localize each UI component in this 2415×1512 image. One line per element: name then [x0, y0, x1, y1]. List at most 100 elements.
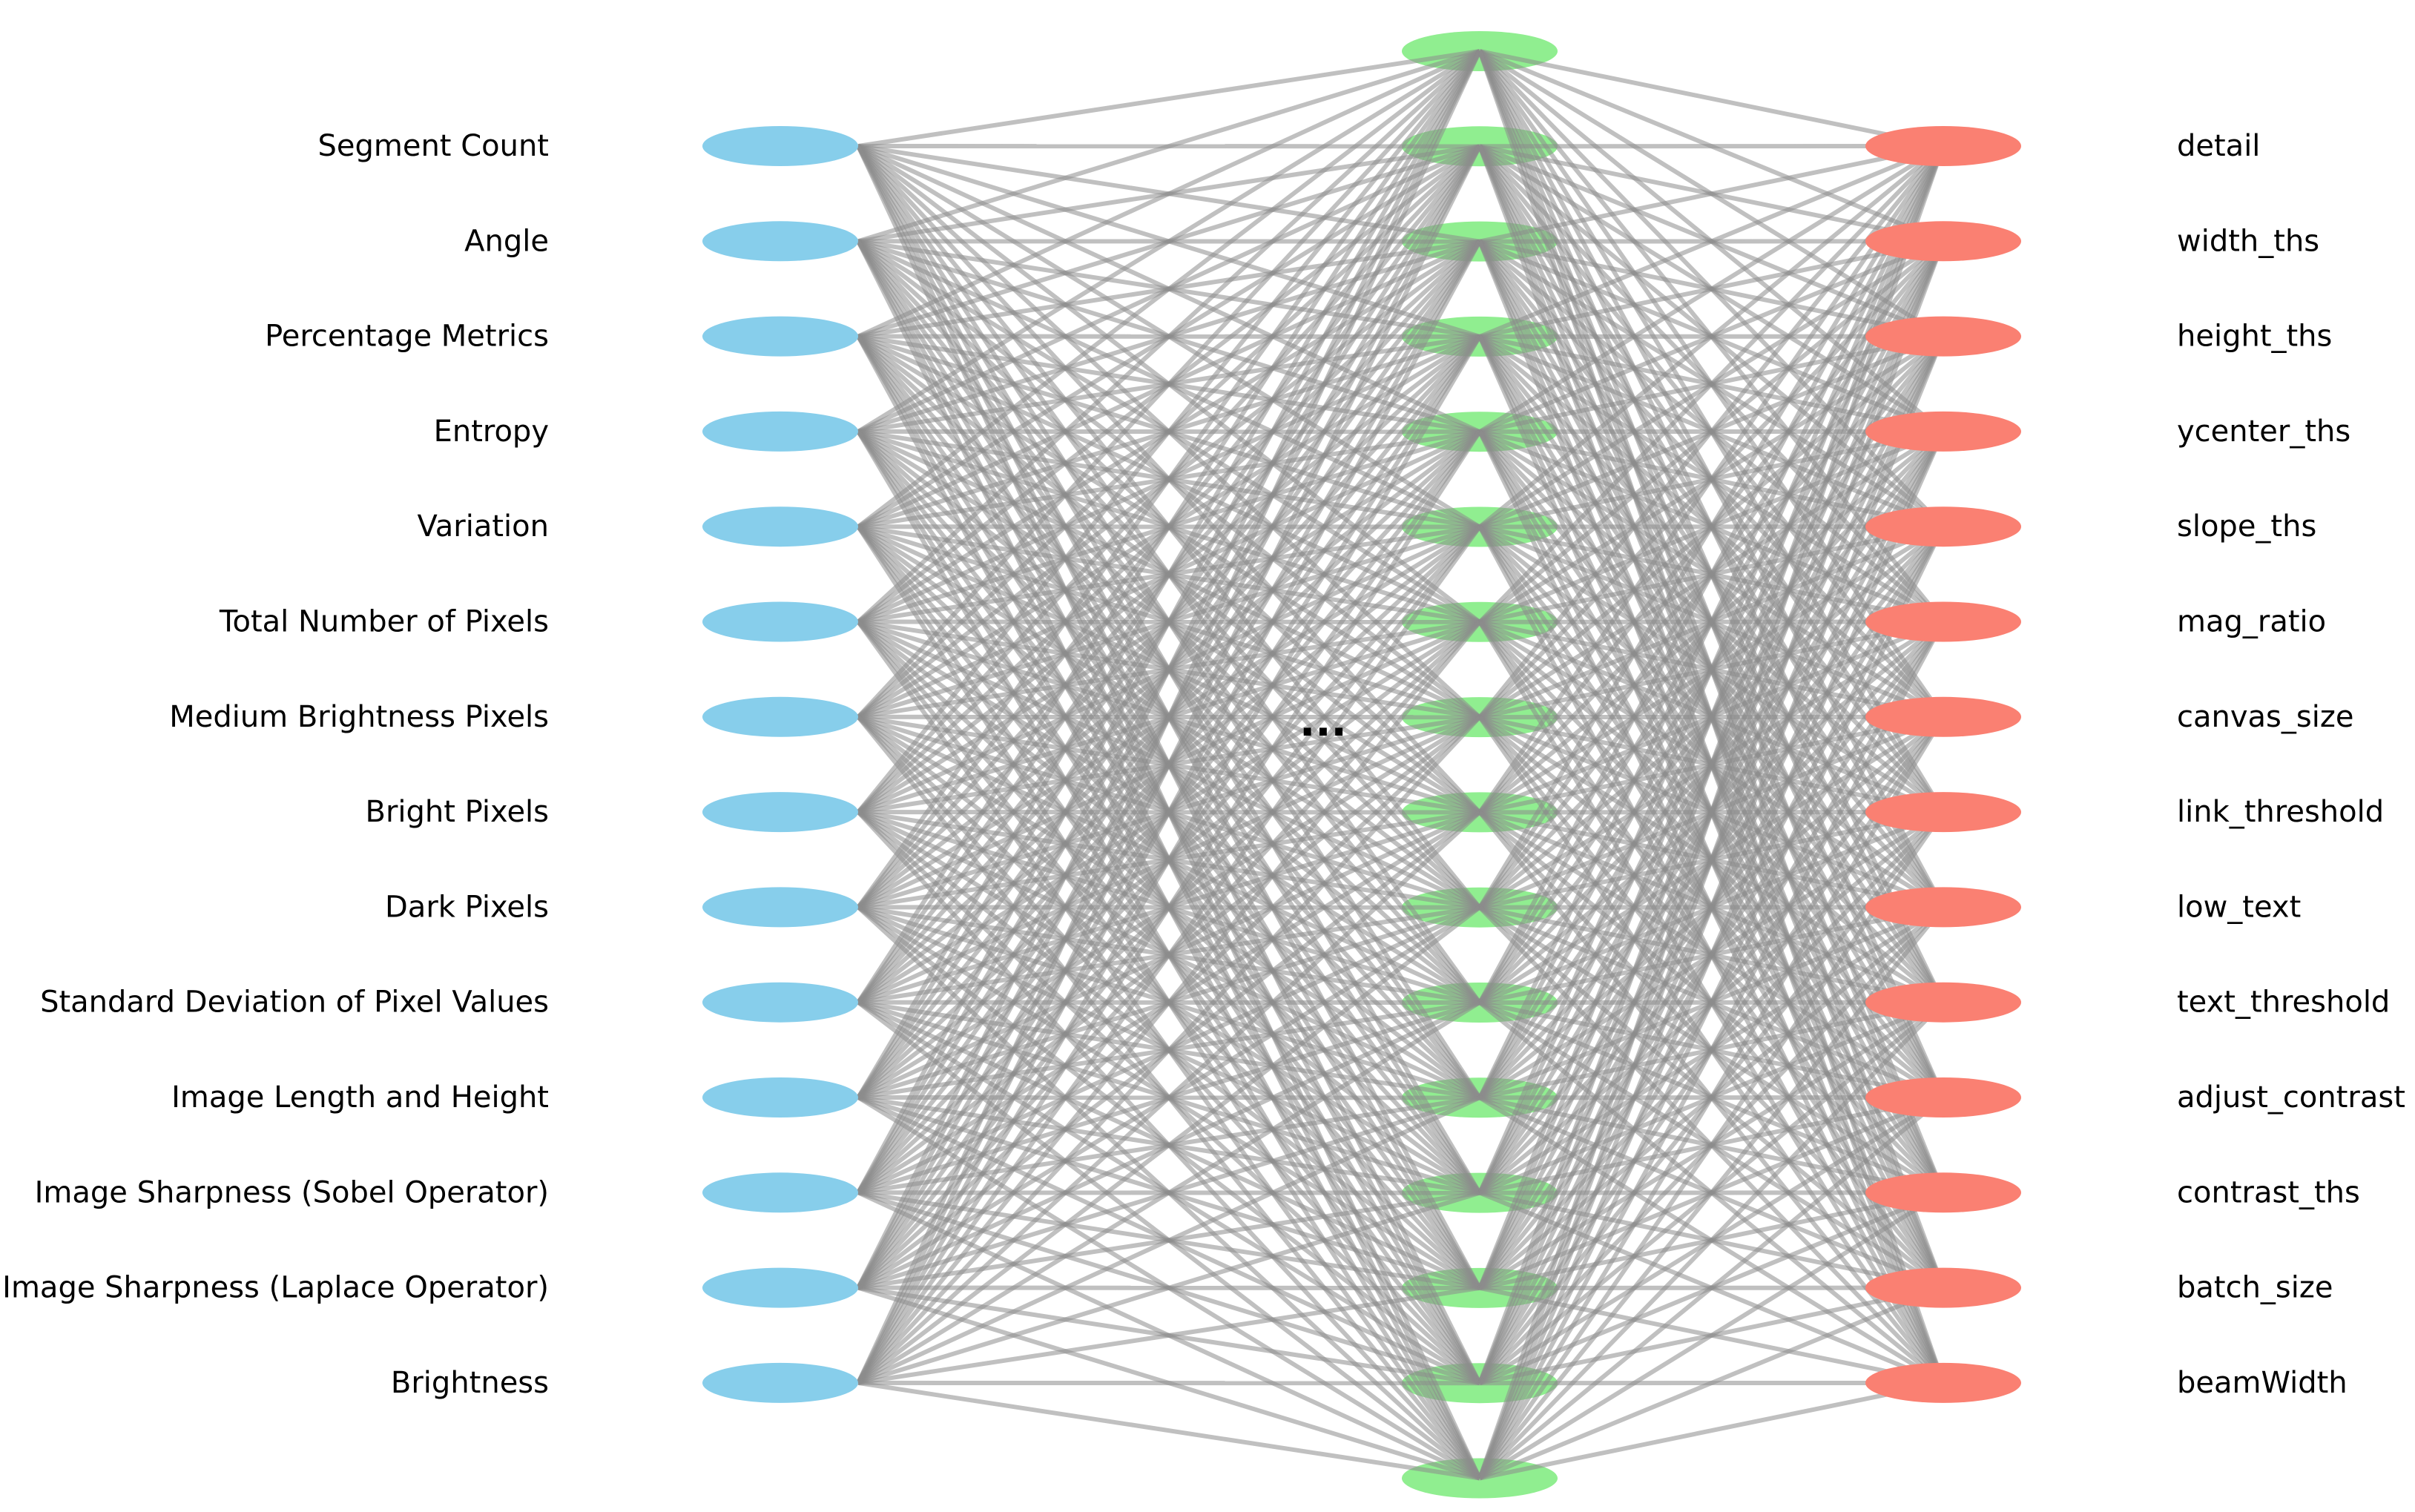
- input-hidden-edge: [857, 49, 1481, 339]
- hidden-output-edge: [1478, 1190, 1945, 1481]
- output-label: mag_ratio: [2177, 605, 2326, 639]
- input-hidden-edge: [856, 240, 1482, 1384]
- output-label: contrast_ths: [2177, 1175, 2360, 1209]
- input-hidden-edge: [857, 1380, 1480, 1481]
- hidden-output-edge: [1479, 144, 1944, 244]
- hidden-output-edge: [1477, 145, 1945, 814]
- input-hidden-edge: [856, 811, 1482, 1385]
- input-hidden-edge: [857, 1190, 1480, 1385]
- input-label: Angle: [464, 224, 549, 258]
- hidden-output-edge: [1478, 144, 1945, 339]
- output-node: [1865, 696, 2021, 737]
- output-label: slope_ths: [2177, 509, 2316, 544]
- input-hidden-edge: [856, 50, 1482, 1099]
- input-node: [702, 1362, 858, 1403]
- hidden-output-edge: [1477, 1000, 1945, 1480]
- input-hidden-edge: [856, 335, 1482, 1384]
- input-label: Standard Deviation of Pixel Values: [40, 986, 549, 1020]
- output-label: beamWidth: [2177, 1366, 2348, 1400]
- input-hidden-edge: [857, 49, 1480, 244]
- hidden-output-edge: [1478, 1285, 1945, 1481]
- output-node: [1865, 1172, 2021, 1213]
- hidden-output-edge: [1479, 49, 1944, 148]
- hidden-output-edge: [1477, 145, 1945, 1099]
- output-label: canvas_size: [2177, 700, 2353, 734]
- output-node: [1865, 221, 2021, 262]
- input-node: [702, 221, 858, 262]
- hidden-layer-ellipsis: ...: [1299, 698, 1347, 746]
- hidden-output-edge: [1477, 145, 1945, 1004]
- network-nodes: [702, 126, 2021, 1403]
- input-node: [702, 316, 858, 357]
- hidden-output-edge: [1477, 525, 1945, 1479]
- input-node: [702, 792, 858, 833]
- hidden-output-edge: [1477, 144, 1945, 624]
- hidden-output-edge: [1479, 1380, 1944, 1481]
- input-hidden-edge: [856, 50, 1482, 1194]
- input-hidden-edge: [856, 716, 1482, 1384]
- output-node: [1865, 792, 2021, 833]
- connection-edges: [856, 49, 1945, 1481]
- input-label: Image Length and Height: [171, 1080, 549, 1115]
- input-hidden-edge: [857, 1095, 1481, 1385]
- input-hidden-edge: [856, 50, 1482, 813]
- hidden-output-edge: [1477, 145, 1945, 909]
- output-label: detail: [2177, 129, 2260, 163]
- hidden-output-edge: [1478, 144, 1945, 529]
- input-hidden-edge: [856, 145, 1482, 1384]
- input-hidden-edge: [857, 1285, 1480, 1385]
- input-label: Segment Count: [317, 129, 549, 163]
- input-label: Image Sharpness (Laplace Operator): [2, 1271, 549, 1305]
- input-label: Dark Pixels: [385, 890, 549, 924]
- output-label: batch_size: [2177, 1271, 2333, 1305]
- input-label: Medium Brightness Pixels: [169, 700, 549, 734]
- hidden-output-edge: [1478, 1095, 1945, 1480]
- output-node: [1865, 601, 2021, 642]
- output-node: [1865, 411, 2021, 452]
- input-node: [702, 887, 858, 928]
- input-hidden-edge: [857, 49, 1480, 148]
- input-hidden-edge: [857, 905, 1481, 1385]
- hidden-output-edge: [1477, 430, 1945, 1479]
- input-label: Bright Pixels: [366, 795, 550, 829]
- output-node: [1865, 887, 2021, 928]
- input-hidden-edge: [857, 49, 1481, 434]
- input-hidden-edge: [856, 430, 1482, 1384]
- input-node: [702, 601, 858, 642]
- input-hidden-edge: [856, 50, 1482, 909]
- output-node: [1865, 126, 2021, 166]
- output-node: [1865, 316, 2021, 357]
- input-node: [702, 1267, 858, 1308]
- input-hidden-edge: [856, 620, 1482, 1384]
- hidden-output-edge: [1477, 716, 1945, 1480]
- hidden-output-edge: [1477, 811, 1945, 1480]
- input-hidden-edge: [856, 50, 1482, 1384]
- input-node: [702, 411, 858, 452]
- input-label: Brightness: [391, 1366, 549, 1400]
- input-hidden-edge: [856, 49, 1482, 624]
- input-node: [702, 982, 858, 1023]
- output-label: width_ths: [2177, 224, 2319, 258]
- output-label: link_threshold: [2177, 795, 2384, 829]
- input-node: [702, 126, 858, 166]
- input-node: [702, 1172, 858, 1213]
- input-hidden-edge: [856, 50, 1482, 1004]
- input-node: [702, 696, 858, 737]
- input-label: Entropy: [434, 415, 549, 449]
- output-node: [1865, 1077, 2021, 1118]
- output-label: height_ths: [2177, 320, 2332, 354]
- hidden-output-edge: [1477, 145, 1945, 1194]
- output-label: ycenter_ths: [2177, 415, 2350, 449]
- input-hidden-edge: [856, 49, 1482, 719]
- input-label: Total Number of Pixels: [219, 605, 549, 639]
- input-label: Variation: [418, 509, 549, 544]
- input-hidden-edge: [856, 525, 1482, 1384]
- input-node: [702, 1077, 858, 1118]
- hidden-output-edge: [1477, 240, 1945, 1479]
- hidden-output-edge: [1477, 145, 1945, 1479]
- hidden-output-edge: [1477, 621, 1945, 1479]
- output-label: low_text: [2177, 890, 2301, 924]
- input-label: Image Sharpness (Sobel Operator): [35, 1175, 549, 1209]
